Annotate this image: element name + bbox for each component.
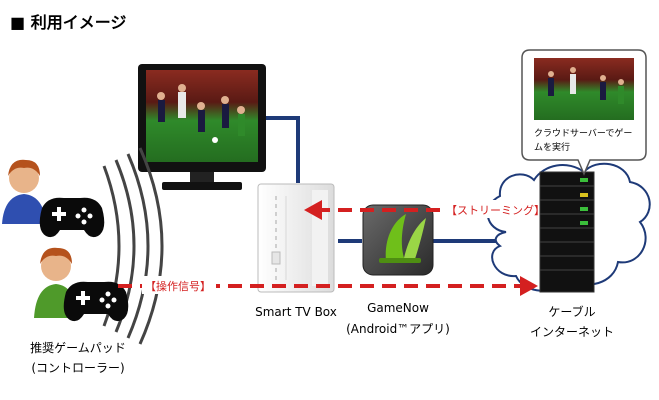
callout-players [548,67,624,104]
players-on-screen [157,84,245,143]
smart-tv-box [257,183,335,293]
device-label: Smart TV Box [255,305,337,319]
callout-text-line2: ムを実行 [534,141,570,153]
gamepad-top-icon [39,197,105,238]
gamepad-label-line1: 推奨ゲームパッド [30,341,126,355]
gamepad-bottom-icon [63,281,129,322]
gamenow-app-icon [362,204,434,276]
network-label-line2: インターネット [530,325,614,339]
user-top-icon [2,159,46,224]
app-sub-label: (Android™アプリ) [346,322,450,336]
cloud-server-rack [539,171,595,293]
cloud-callout: クラウドサーバーでゲー ムを実行 [521,49,647,176]
network-label-line1: ケーブル [548,304,595,319]
tv-monitor [138,64,266,190]
page-title: ■ 利用イメージ [10,13,126,32]
app-name-label: GameNow [367,301,429,315]
callout-text-line1: クラウドサーバーでゲー [534,127,632,139]
signal-label: 【操作信号】 [145,279,211,293]
control-signal-arrow: 【操作信号】 [118,276,538,296]
streaming-label: 【ストリーミング】 [446,203,545,217]
streaming-arrow: 【ストリーミング】 [304,200,545,220]
wireless-signal-icon [102,147,164,345]
gamepad-label-line2: (コントローラー) [31,361,124,375]
